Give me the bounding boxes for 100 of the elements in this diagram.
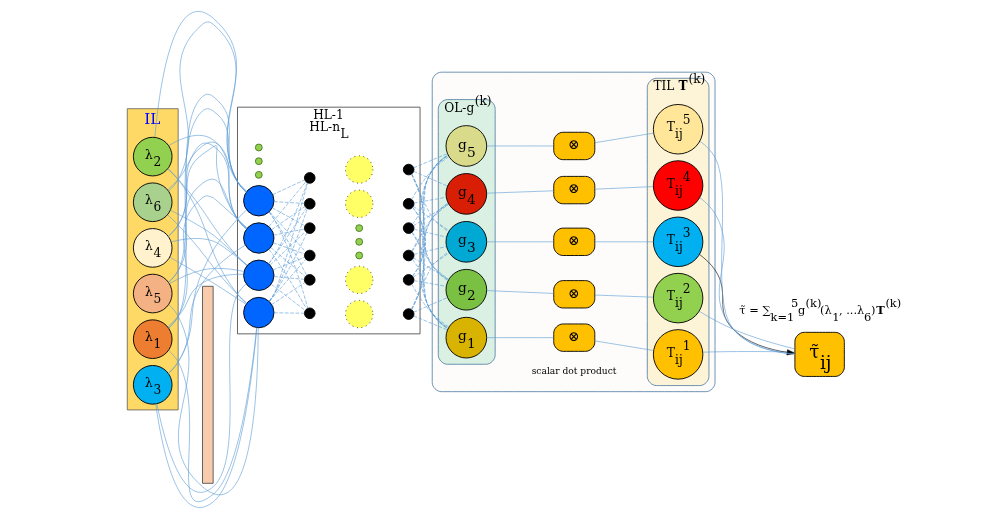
- node-circle: [303, 172, 316, 184]
- node-circle: [402, 274, 414, 286]
- connector: [167, 178, 247, 283]
- connector: [413, 246, 447, 255]
- connector: [156, 283, 246, 493]
- connector: [412, 252, 449, 278]
- node-circle: [354, 224, 363, 232]
- connector: [268, 249, 307, 310]
- connector: [699, 197, 795, 355]
- node-box: ⊗: [552, 280, 595, 309]
- node-circle: [254, 171, 263, 179]
- node-circle: [354, 237, 363, 246]
- node-circle: [254, 157, 263, 166]
- connector: [413, 171, 448, 187]
- connector: [410, 173, 449, 232]
- connector: [594, 186, 653, 190]
- connector: [168, 21, 246, 193]
- connector: [168, 268, 244, 284]
- connector: [699, 140, 795, 355]
- connector: [413, 280, 446, 287]
- connector: [413, 297, 448, 313]
- connector: [411, 155, 448, 225]
- node-circle: [344, 155, 373, 184]
- arrow: [698, 254, 795, 356]
- node-circle: [242, 259, 274, 291]
- connector: [413, 197, 446, 204]
- connector: [411, 232, 449, 280]
- connector: [166, 214, 247, 304]
- node-circle: [354, 251, 363, 260]
- connector: [169, 210, 247, 266]
- connector: [272, 256, 305, 271]
- node-circle: [402, 249, 414, 262]
- connector: [413, 153, 448, 168]
- connector: [486, 190, 554, 194]
- connector: [167, 209, 247, 374]
- node-circle: [402, 308, 414, 320]
- connector: [268, 211, 306, 253]
- node-box: ⊗: [552, 323, 595, 352]
- connector: [268, 182, 308, 302]
- connector: [168, 108, 247, 329]
- node-circle: [303, 307, 316, 320]
- connector: [410, 173, 448, 281]
- connector: [273, 228, 305, 236]
- connector: [411, 154, 448, 310]
- connector: [411, 204, 449, 252]
- connector: [168, 304, 258, 495]
- node-circle: [344, 265, 373, 294]
- connector: [272, 179, 305, 195]
- node-circle: [344, 189, 373, 218]
- connector: [268, 211, 307, 276]
- node-box: ⊗: [552, 175, 595, 205]
- connector: [168, 94, 246, 283]
- connector: [269, 247, 306, 278]
- node-circle: [303, 198, 316, 210]
- connector: [412, 206, 449, 231]
- node-circle: [303, 222, 316, 234]
- connector: [411, 284, 449, 328]
- connector: [273, 312, 305, 314]
- connector: [268, 182, 308, 264]
- connector: [267, 207, 307, 264]
- label: scalar dot product: [531, 366, 616, 377]
- connector: [269, 231, 306, 266]
- node-circle: [402, 222, 414, 234]
- connector: [167, 168, 247, 304]
- connector: [268, 181, 306, 227]
- connector: [169, 256, 246, 305]
- node-circle: [254, 143, 263, 152]
- connector: [410, 202, 448, 310]
- connector: [702, 351, 795, 353]
- connector: [413, 315, 448, 331]
- connector: [411, 173, 448, 329]
- connector: [486, 145, 554, 147]
- connector: [411, 156, 449, 200]
- node-box: ⊗: [552, 227, 595, 256]
- node-circle: [303, 249, 316, 262]
- node-circle: [242, 222, 274, 254]
- connector: [486, 337, 554, 338]
- connector: [594, 294, 653, 298]
- connector: [486, 290, 554, 294]
- connector: [273, 276, 305, 280]
- connector: [167, 195, 247, 329]
- connector: [411, 231, 448, 329]
- node-circle: [344, 299, 373, 329]
- node-circle: [303, 274, 316, 286]
- connector: [486, 241, 554, 243]
- connector: [698, 310, 795, 350]
- connector: [413, 228, 447, 238]
- node-box: ⊗: [552, 131, 595, 161]
- connector: [270, 284, 305, 311]
- connector: [411, 259, 448, 329]
- connector: [166, 168, 247, 266]
- node-bar: [201, 285, 214, 484]
- connector: [268, 232, 307, 302]
- connector: [154, 11, 246, 193]
- connector: [594, 132, 654, 143]
- cluster: [431, 71, 715, 393]
- connector: [594, 241, 653, 243]
- node-circle: [402, 198, 414, 210]
- node-circle: [242, 185, 274, 217]
- connector: [154, 327, 257, 508]
